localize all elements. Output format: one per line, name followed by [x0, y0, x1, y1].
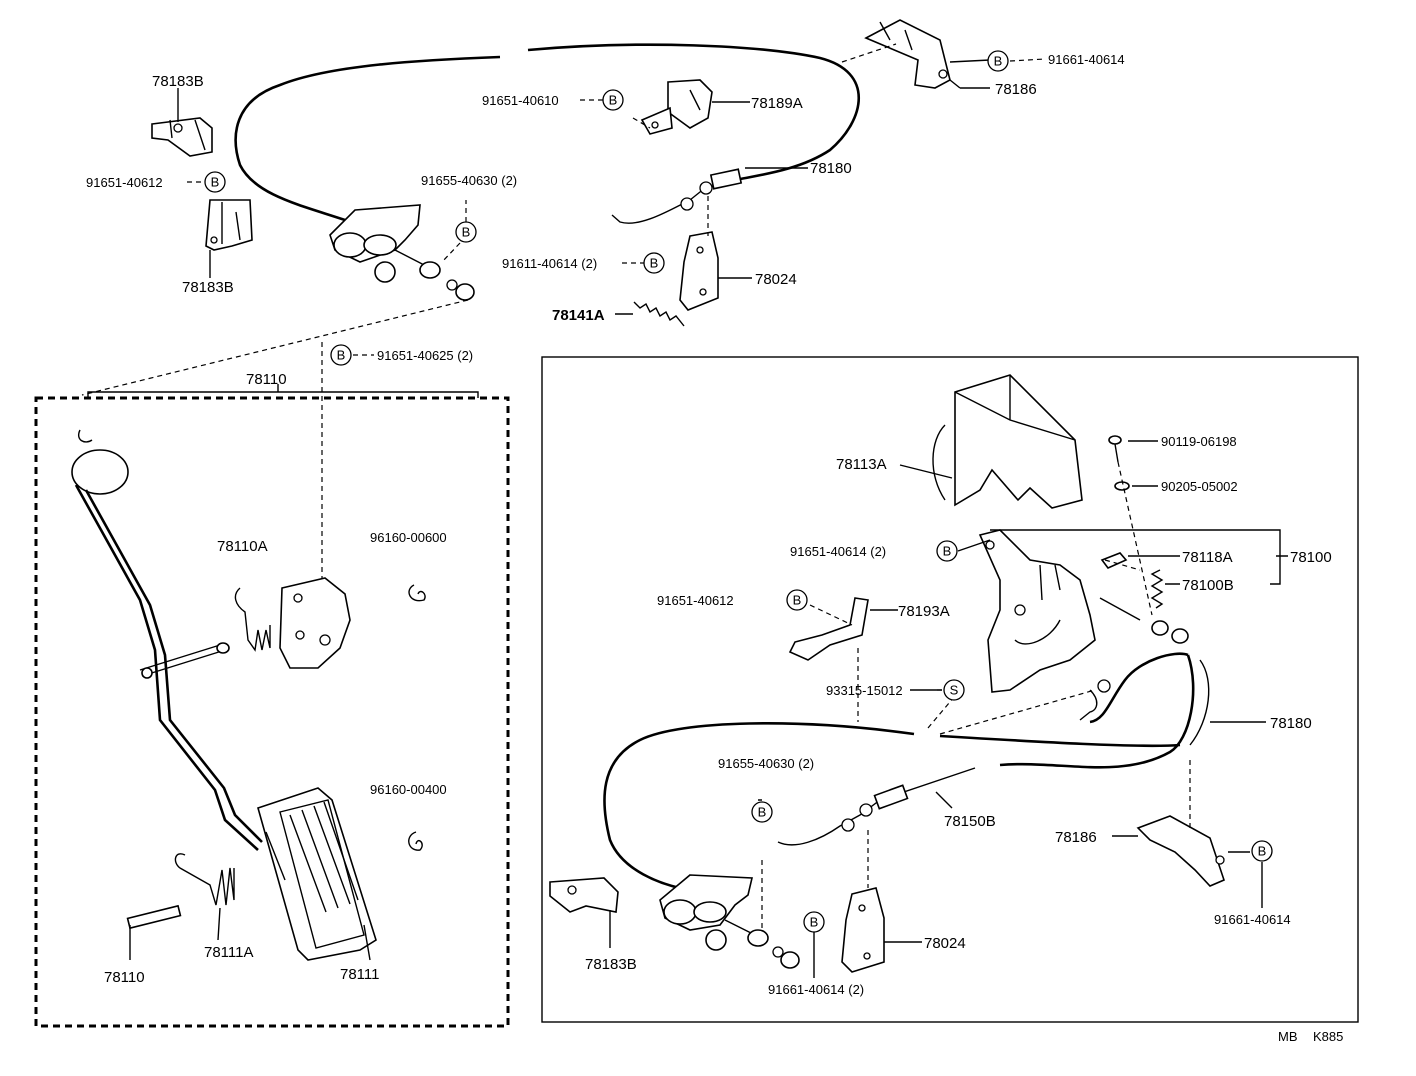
accelerator-cable-top — [234, 43, 860, 224]
label-78113A: 78113A — [836, 456, 887, 473]
label-78111: 78111 — [340, 966, 380, 983]
pedal-bracket — [279, 577, 351, 669]
cable-bracket-top — [329, 204, 475, 301]
label-96160-00400: 96160-00400 — [370, 782, 447, 797]
pedal-pad-78111 — [257, 787, 377, 961]
spring-78110A — [234, 587, 271, 652]
b-leaders-top — [187, 58, 1046, 356]
label-91651-40612-r: 91651-40612 — [657, 593, 734, 608]
label-91655-40630-r: 91655-40630 (2) — [718, 756, 814, 771]
svg-text:B: B — [758, 805, 767, 820]
bracket-78183B-top — [151, 117, 213, 157]
svg-text:B: B — [609, 93, 618, 108]
svg-text:B: B — [462, 225, 471, 240]
diagram-code-left: MB — [1278, 1029, 1298, 1044]
screw-90119-06198 — [1108, 435, 1122, 463]
bracket-78183B-mid — [205, 199, 253, 251]
throttle-assembly-frame — [541, 356, 1359, 1023]
diagram-code-right: K885 — [1313, 1029, 1343, 1044]
label-78186-top: 78186 — [995, 81, 1037, 98]
pedal-assembly-frame — [34, 396, 510, 1028]
label-96160-00600: 96160-00600 — [370, 530, 447, 545]
label-90205-05002: 90205-05002 — [1161, 479, 1238, 494]
label-78024-bottom: 78024 — [924, 935, 966, 952]
label-91651-40614-r: 91651-40614 (2) — [790, 544, 886, 559]
labels: 78183B 91651-40612 78183B 91651-40610 78… — [86, 52, 1343, 1044]
svg-text:B: B — [211, 175, 220, 190]
label-78110-top: 78110 — [246, 371, 287, 388]
b-symbols-top: B B B B B B — [204, 50, 1009, 366]
label-78186-right: 78186 — [1055, 829, 1097, 846]
label-78110A: 78110A — [217, 538, 268, 555]
label-78183B-bottom: 78183B — [585, 956, 637, 973]
svg-text:B: B — [1258, 844, 1267, 859]
svg-text:B: B — [793, 593, 802, 608]
clamp-78189A — [640, 79, 713, 135]
leaders-top — [615, 101, 808, 315]
label-90119-06198: 90119-06198 — [1161, 434, 1237, 449]
label-78100: 78100 — [1290, 549, 1332, 566]
rod — [1099, 597, 1141, 621]
cable-bracket-bottom — [659, 874, 800, 969]
label-78180-right: 78180 — [1270, 715, 1312, 732]
leaders-pedal — [129, 907, 371, 961]
label-91661-40614-right: 91661-40614 — [1214, 912, 1291, 927]
clip-96160-00400 — [408, 831, 423, 851]
svg-text:B: B — [810, 915, 819, 930]
label-78118A: 78118A — [1182, 549, 1233, 566]
pin-78110 — [126, 904, 182, 930]
svg-text:B: B — [943, 544, 952, 559]
washer-90205-05002 — [1114, 481, 1130, 491]
label-78111A: 78111A — [204, 944, 254, 961]
top-dashed-leaders — [81, 43, 991, 600]
throttle-linkage-78100 — [978, 529, 1096, 693]
label-91651-40610: 91651-40610 — [482, 93, 559, 108]
bracket-78193A — [788, 597, 869, 661]
svg-text:B: B — [337, 348, 346, 363]
label-91611-40614: 91611-40614 (2) — [502, 256, 597, 271]
label-91655-40630-top: 91655-40630 (2) — [421, 173, 517, 188]
label-91661-40614-top: 91661-40614 — [1048, 52, 1125, 67]
svg-text:S: S — [950, 683, 959, 698]
bracket-78183B-bottom — [549, 877, 619, 913]
label-78100B: 78100B — [1182, 577, 1234, 594]
label-78193A: 78193A — [898, 603, 950, 620]
bracket-78024-top — [679, 231, 719, 311]
label-78141A: 78141A — [552, 307, 605, 324]
label-93315-15012: 93315-15012 — [826, 683, 903, 698]
bracket-78110 — [87, 384, 479, 398]
label-78110-bottom: 78110 — [104, 969, 145, 986]
svg-text:B: B — [650, 256, 659, 271]
b-symbols-right: B B S B B B — [751, 540, 1273, 933]
clip-96160-00600 — [408, 584, 426, 602]
nut — [1151, 620, 1169, 636]
label-91661-40614-bottom: 91661-40614 (2) — [768, 982, 864, 997]
spring-78141A — [633, 301, 685, 327]
leaders-right — [609, 440, 1288, 978]
label-78183B-mid: 78183B — [182, 279, 234, 296]
cable-78180-right — [999, 652, 1210, 769]
bracket-78186-top — [864, 19, 951, 89]
spring-78111A — [174, 853, 235, 906]
spring-78100B — [1150, 569, 1164, 609]
cable-78150B — [603, 722, 1181, 892]
svg-text:B: B — [994, 54, 1003, 69]
bracket-78024-bottom — [841, 887, 885, 973]
pedal-lever — [71, 429, 263, 851]
label-78150B: 78150B — [944, 813, 996, 830]
cover-78113A — [932, 374, 1083, 509]
label-91651-40625: 91651-40625 (2) — [377, 348, 473, 363]
label-91651-40612-left: 91651-40612 — [86, 175, 163, 190]
label-78180-top: 78180 — [810, 160, 852, 177]
label-78024-top: 78024 — [755, 271, 797, 288]
bracket-78186-right — [1136, 815, 1225, 887]
label-78189A: 78189A — [751, 95, 803, 112]
label-78183B-top: 78183B — [152, 73, 204, 90]
nut — [1171, 628, 1189, 644]
pad-78118A — [1100, 552, 1128, 569]
